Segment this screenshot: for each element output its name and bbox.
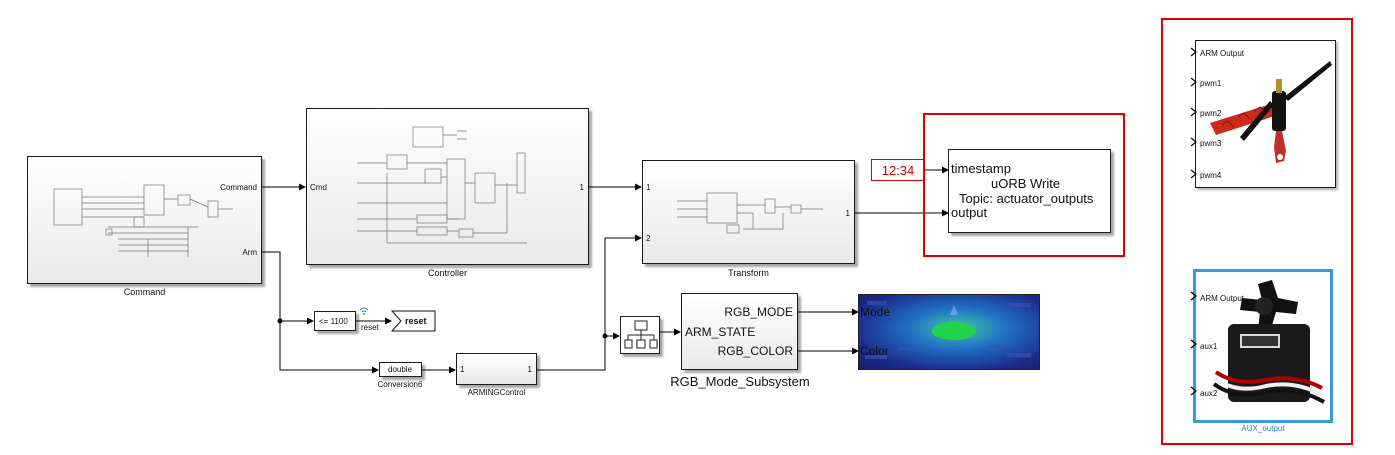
aux2-port-label: aux2 bbox=[1200, 389, 1218, 398]
arm-output-input-chevrons bbox=[1190, 47, 1197, 179]
rgb-subsystem-name: RGB_Mode_Subsystem bbox=[670, 374, 810, 389]
led-color-port-label: Color bbox=[860, 344, 889, 358]
pwm2-port-label: pwm2 bbox=[1200, 109, 1222, 118]
transform-in2-port-label: 2 bbox=[646, 234, 651, 243]
rgb-mode-port-label: RGB_MODE bbox=[724, 305, 793, 319]
arming-in1-port-label: 1 bbox=[460, 365, 465, 374]
transform-block-name: Transform bbox=[728, 268, 769, 278]
controller-subsystem-block[interactable]: Cmd 1 bbox=[306, 108, 589, 265]
compare-expression: <= 1100 bbox=[319, 317, 348, 326]
pwm4-port-label: pwm4 bbox=[1200, 171, 1222, 180]
quadcopter-arm-propeller-image bbox=[1210, 61, 1332, 163]
led-mode-port-label: Mode bbox=[860, 305, 891, 319]
aux-output-block[interactable]: ARM Output aux1 aux2 bbox=[1193, 269, 1333, 423]
rgb-color-port-label: RGB_COLOR bbox=[717, 344, 793, 358]
wifi-icon bbox=[359, 307, 369, 315]
transform-subsystem-block[interactable]: 1 2 1 bbox=[642, 160, 855, 264]
bus-creator-block[interactable] bbox=[620, 316, 660, 354]
goto-reset-tag: reset bbox=[405, 316, 427, 326]
arm-output-port-label-1: ARM Output bbox=[1200, 49, 1245, 58]
controller-block-name: Controller bbox=[427, 268, 467, 278]
output-port-label: output bbox=[951, 205, 988, 220]
aux1-port-label: aux1 bbox=[1200, 342, 1218, 351]
uorb-topic-label: Topic: actuator_outputs bbox=[959, 191, 1094, 206]
aux-output-block-name: AUX_output bbox=[1241, 424, 1285, 433]
led-display-block[interactable]: Mode Color bbox=[858, 294, 1040, 370]
conversion-type-label: double bbox=[388, 365, 413, 374]
arm-output-port-label: Arm bbox=[242, 248, 257, 257]
goto-reset-block[interactable] bbox=[391, 310, 437, 332]
command-output-port-label: Command bbox=[220, 183, 257, 192]
controller-internal-thumbnail bbox=[357, 126, 527, 244]
pwm3-port-label: pwm3 bbox=[1200, 139, 1222, 148]
arm-output-block[interactable]: ARM Output pwm1 pwm2 pwm3 pwm4 bbox=[1195, 40, 1336, 188]
data-type-conversion-block[interactable]: double bbox=[379, 362, 422, 377]
aux-output-input-chevrons bbox=[1190, 291, 1197, 396]
led-glow-graphic bbox=[865, 301, 1031, 359]
clock-value: 12:34 bbox=[881, 163, 915, 178]
uorb-write-title: uORB Write bbox=[991, 176, 1061, 191]
command-subsystem-block[interactable]: Command Arm bbox=[27, 156, 262, 284]
arm-state-port-label: ARM_STATE bbox=[685, 325, 756, 339]
bus-icon bbox=[624, 320, 658, 349]
servo-motor-image bbox=[1212, 280, 1325, 404]
uorb-highlight-box bbox=[923, 113, 1125, 257]
transform-in1-port-label: 1 bbox=[646, 183, 651, 192]
controller-cmd-port-label: Cmd bbox=[310, 183, 327, 192]
command-internal-thumbnail bbox=[53, 184, 233, 257]
clock-block[interactable]: 12:34 bbox=[871, 159, 925, 181]
transform-out1-port-label: 1 bbox=[845, 209, 850, 218]
command-block-name: Command bbox=[123, 287, 166, 297]
transform-internal-thumbnail bbox=[677, 192, 823, 234]
timestamp-port-label: timestamp bbox=[951, 161, 1011, 176]
aux-arm-output-port-label: ARM Output bbox=[1200, 294, 1245, 303]
controller-out1-port-label: 1 bbox=[579, 183, 584, 192]
arming-control-block-name: ARMINGControl bbox=[467, 388, 526, 397]
compare-to-constant-block[interactable]: <= 1100 bbox=[314, 311, 356, 331]
uorb-write-block[interactable]: timestamp uORB Write Topic: actuator_out… bbox=[948, 149, 1111, 233]
arming-out1-port-label: 1 bbox=[527, 365, 532, 374]
compare-signal-label: reset bbox=[361, 323, 379, 332]
rgb-mode-subsystem-block[interactable]: RGB_MODE ARM_STATE RGB_COLOR bbox=[681, 293, 798, 370]
output-blocks-highlight-box bbox=[1161, 18, 1353, 445]
pwm1-port-label: pwm1 bbox=[1200, 79, 1222, 88]
conversion-block-name: Conversion6 bbox=[377, 380, 423, 389]
arming-control-subsystem-block[interactable]: 1 1 bbox=[456, 353, 537, 385]
